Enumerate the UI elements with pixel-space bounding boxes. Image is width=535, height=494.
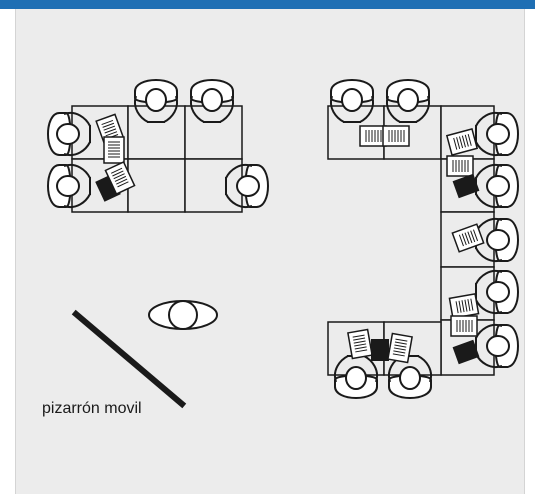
document-icon bbox=[450, 315, 478, 337]
mobile-whiteboard bbox=[71, 309, 187, 409]
header-bar bbox=[0, 0, 535, 9]
diagram-panel bbox=[15, 9, 525, 494]
teacher-figure bbox=[148, 300, 218, 330]
left-table-group bbox=[71, 105, 243, 213]
document-icon bbox=[347, 328, 373, 360]
document-icon bbox=[103, 136, 125, 164]
folder-icon bbox=[371, 339, 389, 361]
whiteboard-label: pizarrón movil bbox=[42, 400, 142, 417]
document-icon bbox=[359, 125, 387, 147]
document-icon bbox=[448, 293, 480, 319]
document-icon bbox=[387, 332, 413, 364]
document-icon bbox=[382, 125, 410, 147]
document-icon bbox=[446, 155, 474, 177]
